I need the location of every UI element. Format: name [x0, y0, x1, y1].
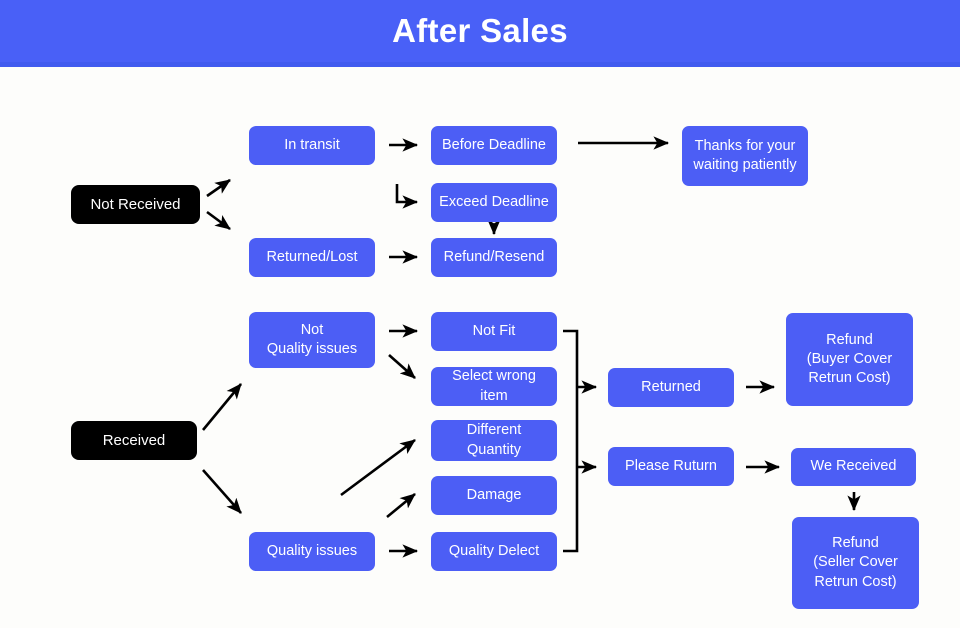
page-title: After Sales — [392, 12, 568, 49]
edge-notquality-selectwrong — [388, 354, 416, 379]
node-not-received[interactable]: Not Received — [71, 185, 200, 224]
node-label: We Received — [810, 458, 897, 475]
node-different-quantity[interactable]: Different Quantity — [431, 420, 557, 461]
page-header-bar — [0, 0, 960, 62]
edge-qualityissues-differentqty — [340, 438, 416, 497]
node-label: Select wrong item — [452, 368, 536, 404]
node-label: Quality issues — [266, 542, 358, 559]
node-quality-issues[interactable]: Quality issues — [249, 532, 375, 571]
node-label: Returned/Lost — [266, 248, 358, 265]
edge-received-notquality — [201, 383, 243, 431]
node-label: In transit — [284, 136, 340, 153]
edge-intransit-exceeddeadline — [395, 184, 419, 209]
node-label: Damage — [466, 486, 522, 503]
page-header-underline — [0, 62, 960, 67]
edge-reason-bracket — [563, 329, 579, 553]
node-not-quality-issues[interactable]: Not Quality issues — [249, 312, 375, 368]
node-damage[interactable]: Damage — [431, 476, 557, 515]
node-label: Quality Delect — [448, 542, 540, 559]
edge-qualityissues-damage — [386, 492, 416, 519]
node-label: Refund/Resend — [443, 248, 545, 265]
node-in-transit[interactable]: In transit — [249, 126, 375, 165]
node-exceed-deadline[interactable]: Exceed Deadline — [431, 183, 557, 222]
edge-notreceived-intransit — [206, 178, 231, 198]
node-not-fit[interactable]: Not Fit — [431, 312, 557, 351]
node-label: Refund (Seller Cover Retrun Cost) — [813, 535, 898, 590]
node-before-deadline[interactable]: Before Deadline — [431, 126, 557, 165]
node-label: Refund (Buyer Cover Retrun Cost) — [806, 331, 893, 387]
node-please-ruturn[interactable]: Please Ruturn — [608, 447, 734, 486]
edge-notreceived-returnedlost — [206, 210, 231, 231]
node-we-received[interactable]: We Received — [791, 448, 916, 486]
node-label: Different Quantity — [466, 422, 522, 458]
edge-received-qualityissues — [202, 469, 242, 514]
node-label: Please Ruturn — [625, 457, 717, 474]
node-label: Returned — [641, 378, 701, 395]
node-returned[interactable]: Returned — [608, 368, 734, 407]
node-label: Not Received — [90, 195, 181, 213]
node-thanks-for-waiting[interactable]: Thanks for your waiting patiently — [682, 126, 808, 186]
node-refund-resend[interactable]: Refund/Resend — [431, 238, 557, 277]
node-label: Exceed Deadline — [439, 193, 549, 210]
node-refund-buyer-cover[interactable]: Refund (Buyer Cover Retrun Cost) — [786, 313, 913, 406]
node-received[interactable]: Received — [71, 421, 197, 460]
node-label: Not Quality issues — [266, 321, 358, 357]
node-select-wrong-item[interactable]: Select wrong item — [431, 367, 557, 406]
node-label: Thanks for your waiting patiently — [693, 137, 797, 173]
node-label: Not Fit — [472, 322, 516, 339]
node-quality-delect[interactable]: Quality Delect — [431, 532, 557, 571]
node-label: Received — [102, 431, 166, 449]
node-returned-lost[interactable]: Returned/Lost — [249, 238, 375, 277]
node-refund-seller-cover[interactable]: Refund (Seller Cover Retrun Cost) — [792, 517, 919, 609]
node-label: Before Deadline — [442, 136, 546, 153]
